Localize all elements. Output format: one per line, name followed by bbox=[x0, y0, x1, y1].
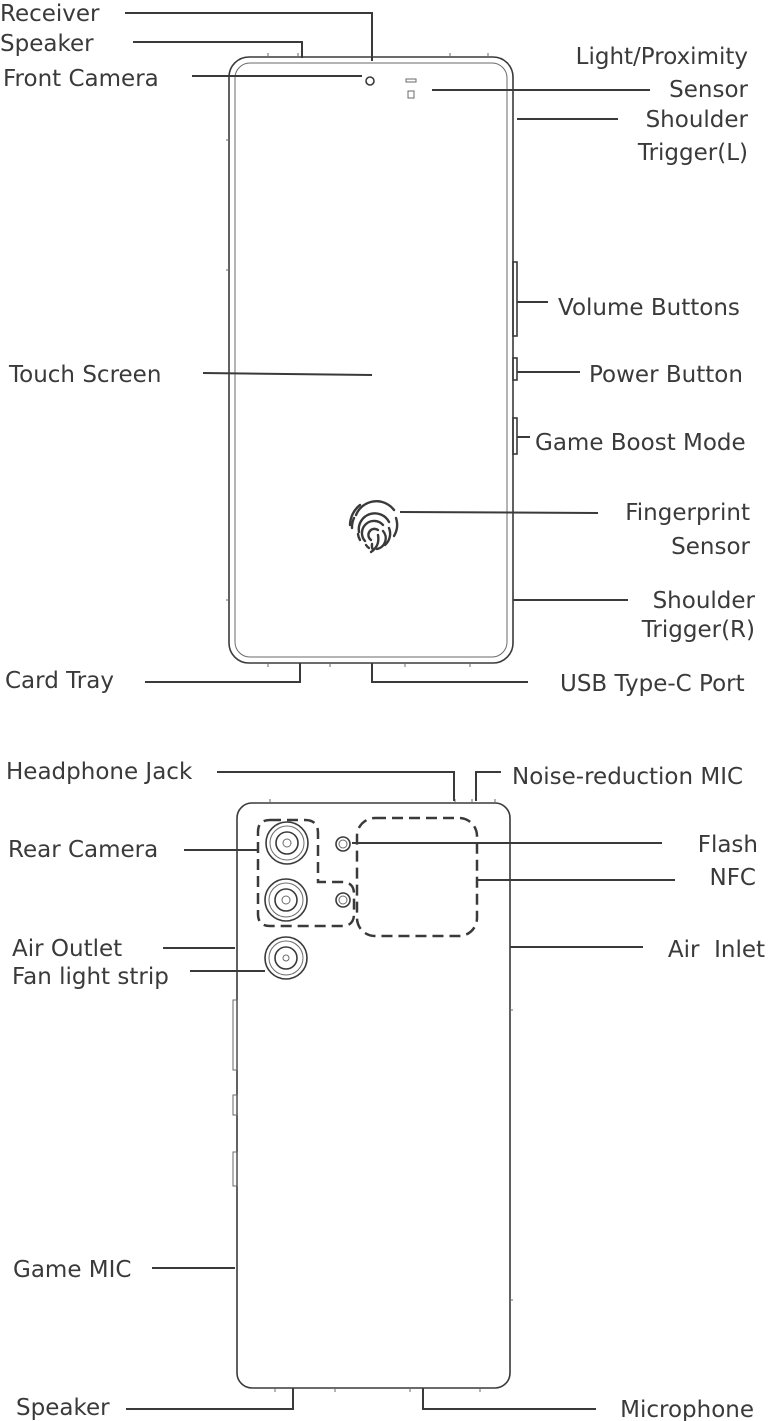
leader-usb bbox=[371, 663, 528, 683]
label-usb: USB Type-C Port bbox=[560, 671, 745, 697]
front-bottom-marks bbox=[267, 663, 471, 667]
label-microphone: Microphone bbox=[620, 1397, 754, 1421]
label-shoulder-r-2: Trigger(R) bbox=[641, 617, 755, 643]
volume-button-shape bbox=[512, 261, 518, 337]
leader-fingerprint bbox=[399, 511, 599, 514]
fingerprint-icon bbox=[348, 500, 399, 554]
back-phone-outline bbox=[236, 802, 511, 1389]
label-game-boost: Game Boost Mode bbox=[535, 430, 746, 456]
label-power: Power Button bbox=[589, 362, 743, 388]
label-volume: Volume Buttons bbox=[558, 295, 740, 321]
leader-noise-mic bbox=[475, 771, 501, 801]
label-nfc: NFC bbox=[710, 865, 757, 891]
label-game-mic: Game MIC bbox=[13, 1257, 131, 1283]
rear-camera-lens-1 bbox=[265, 821, 309, 865]
label-touch-screen: Touch Screen bbox=[8, 362, 161, 388]
leader-speaker-bottom bbox=[126, 1388, 294, 1410]
front-phone-outline bbox=[228, 56, 514, 664]
label-shoulder-r-1: Shoulder bbox=[653, 588, 756, 614]
label-headphone: Headphone Jack bbox=[6, 759, 193, 785]
label-fingerprint-2: Sensor bbox=[671, 534, 750, 560]
label-shoulder-l-1: Shoulder bbox=[646, 107, 749, 133]
front-screen-outline bbox=[234, 62, 508, 658]
rear-camera-lens-2 bbox=[264, 878, 308, 922]
label-speaker-top: Speaker bbox=[0, 31, 94, 57]
label-air-inlet: Air Inlet bbox=[668, 937, 765, 963]
leader-speaker-top bbox=[133, 41, 303, 58]
game-boost-switch-shape bbox=[512, 417, 518, 455]
label-card-tray: Card Tray bbox=[5, 668, 114, 694]
light-sensor-shape bbox=[405, 78, 417, 83]
label-fingerprint-1: Fingerprint bbox=[625, 500, 750, 526]
label-light-proximity-1: Light/Proximity bbox=[576, 44, 748, 70]
label-shoulder-l-2: Trigger(L) bbox=[637, 140, 748, 166]
laser-sensor-shape bbox=[335, 892, 351, 908]
label-air-outlet: Air Outlet bbox=[12, 936, 122, 962]
label-light-proximity-2: Sensor bbox=[669, 77, 748, 103]
back-bottom-marks bbox=[274, 1388, 481, 1392]
label-receiver: Receiver bbox=[0, 1, 100, 27]
fan-light-ring bbox=[264, 936, 308, 980]
power-button-shape bbox=[512, 357, 518, 381]
flash-shape bbox=[335, 836, 351, 852]
label-rear-camera: Rear Camera bbox=[8, 837, 158, 863]
label-front-camera: Front Camera bbox=[3, 66, 159, 92]
leader-microphone bbox=[422, 1388, 596, 1410]
leader-touch-screen bbox=[202, 372, 373, 376]
front-top-marks bbox=[267, 53, 489, 57]
back-power-bump bbox=[232, 1094, 238, 1116]
label-fan-light: Fan light strip bbox=[12, 964, 169, 990]
label-noise-mic: Noise-reduction MIC bbox=[512, 764, 743, 790]
left-side-marks bbox=[226, 139, 229, 601]
label-flash: Flash bbox=[698, 832, 758, 858]
back-volume-bump bbox=[232, 999, 238, 1071]
back-phone-view: Headphone Jack Noise-reduction MIC Rear … bbox=[6, 759, 765, 1421]
proximity-sensor-shape bbox=[407, 90, 415, 99]
leader-headphone bbox=[217, 771, 455, 801]
leader-receiver bbox=[125, 12, 373, 61]
rear-camera-module-dashed bbox=[256, 818, 356, 928]
front-phone-view: Receiver Speaker Front Camera Light/Prox… bbox=[0, 1, 756, 697]
front-camera-shape bbox=[365, 76, 375, 86]
nfc-area-dashed bbox=[355, 816, 479, 938]
back-game-switch-bump bbox=[232, 1151, 238, 1187]
label-speaker-bottom: Speaker bbox=[16, 1395, 110, 1421]
leader-card-tray bbox=[145, 663, 301, 683]
